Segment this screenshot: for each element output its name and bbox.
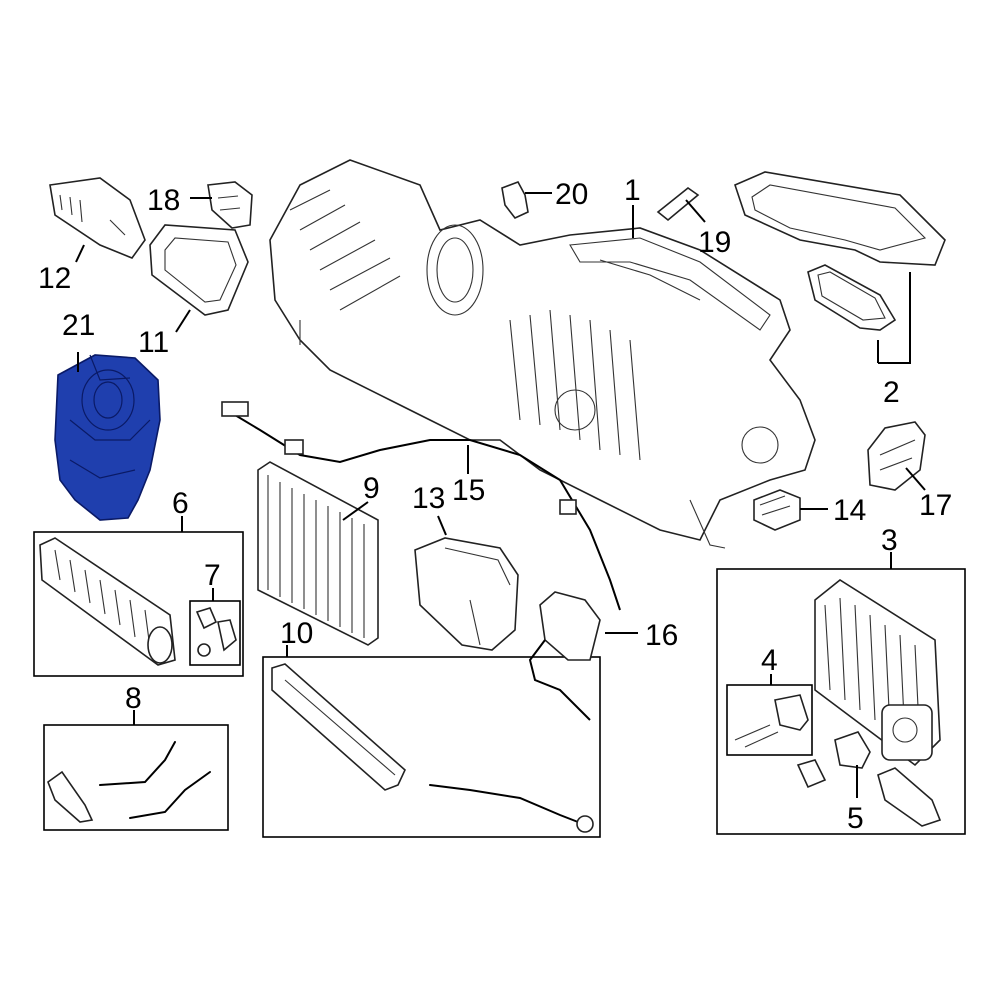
callout-13: 13: [412, 482, 445, 515]
mounting-bracket-and-screws[interactable]: [734, 694, 809, 748]
heater-core-box: [33, 531, 244, 677]
callout-4: 4: [761, 644, 778, 677]
heater-hose-box: [43, 724, 229, 831]
callout-5: 5: [847, 802, 864, 835]
callout-7: 7: [204, 559, 221, 592]
wiring-harness[interactable]: [221, 401, 621, 611]
temperature-sensor[interactable]: [528, 591, 601, 721]
callout-8: 8: [125, 682, 142, 715]
sensor-bracket[interactable]: [207, 181, 253, 229]
callout-1: 1: [624, 174, 641, 207]
callout-labels: 1 2 3 4 5 6 7 8 9 10 11 12 13 14 15 16 1…: [38, 174, 952, 835]
evaporator-box: [716, 568, 966, 835]
coolant-pipe-assembly[interactable]: [271, 663, 594, 833]
leader-lines: [75, 192, 926, 798]
aspirator-sensor[interactable]: [501, 181, 529, 219]
heater-core-clips[interactable]: [195, 607, 237, 657]
blower-seal[interactable]: [149, 224, 249, 316]
case-seal-small[interactable]: [807, 264, 897, 331]
callout-18: 18: [147, 184, 180, 217]
retaining-clip[interactable]: [656, 187, 700, 222]
cabin-air-filter[interactable]: [257, 461, 379, 646]
case-seal-large[interactable]: [734, 171, 946, 266]
expansion-valve[interactable]: [796, 731, 942, 827]
callout-19: 19: [698, 226, 731, 259]
water-valve-box: [262, 656, 601, 838]
blower-motor-highlighted[interactable]: [54, 354, 161, 521]
callout-14: 14: [833, 494, 866, 527]
blower-resistor[interactable]: [753, 489, 801, 531]
callout-11: 11: [138, 326, 169, 359]
callout-21: 21: [62, 309, 95, 342]
callout-6: 6: [172, 487, 189, 520]
bracket-kit-box: [726, 684, 813, 756]
callout-2: 2: [883, 376, 900, 409]
mode-door-actuator[interactable]: [414, 537, 519, 651]
heater-core[interactable]: [39, 537, 176, 666]
callout-16: 16: [645, 619, 678, 652]
callout-17: 17: [919, 489, 952, 522]
clip-kit-box: [189, 600, 241, 666]
callout-10: 10: [280, 617, 313, 650]
callout-12: 12: [38, 262, 71, 295]
hvac-case-assembly[interactable]: [269, 159, 816, 549]
callout-15: 15: [452, 474, 485, 507]
callout-3: 3: [881, 524, 898, 557]
evaporator-core[interactable]: [814, 579, 941, 767]
callout-20: 20: [555, 178, 588, 211]
air-inlet-housing[interactable]: [49, 177, 146, 259]
heater-hoses[interactable]: [47, 741, 211, 823]
callout-9: 9: [363, 472, 380, 505]
